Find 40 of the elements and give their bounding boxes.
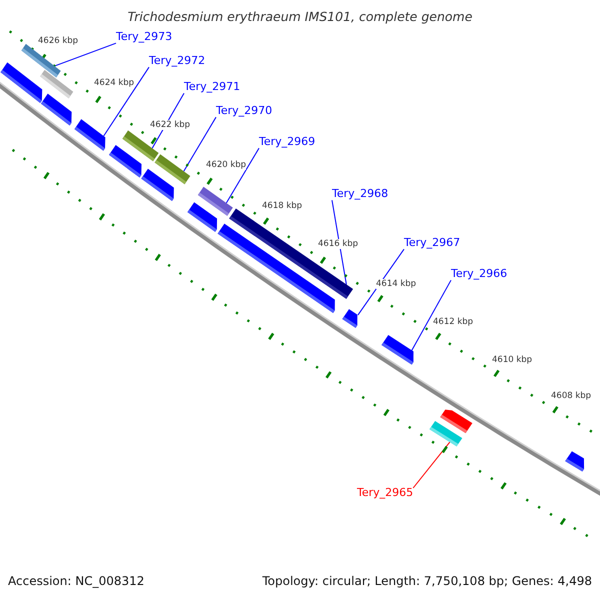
leader-line	[412, 442, 450, 488]
gene-label: Tery_2968	[332, 187, 388, 200]
gene-feature	[141, 168, 174, 202]
leader-line	[226, 148, 260, 204]
tick-label: 4610 kbp	[492, 355, 532, 366]
tick-label: 4618 kbp	[262, 201, 302, 212]
gene-feature	[565, 451, 584, 472]
gene-feature	[440, 410, 472, 434]
tick-label: 4616 kbp	[318, 239, 358, 250]
gene-label: Tery_2971	[184, 80, 240, 94]
leader-line	[183, 116, 216, 172]
tick-label: 4626 kbp	[38, 36, 78, 46]
leader-line	[411, 280, 452, 351]
gene-label: Tery_2967	[404, 236, 460, 250]
gene-label: Tery_2965	[357, 486, 414, 500]
gene-label: Tery_2972	[149, 54, 206, 68]
gene-feature	[342, 309, 358, 328]
tick-label: 4614 kbp	[376, 279, 416, 290]
genome-stats-note: Topology: circular; Length: 7,750,108 bp; Genes: 4,498	[262, 574, 592, 588]
gene-feature	[0, 62, 42, 103]
leader-line	[103, 66, 150, 136]
tick-label: 4620 kbp	[206, 160, 246, 170]
leader-line	[332, 200, 347, 285]
tick-label: 4608 kbp	[551, 391, 592, 402]
gene-label: Tery_2969	[259, 135, 316, 148]
gene-feature	[187, 202, 218, 232]
title: Trichodesmium erythraeum IMS101, complete genome	[126, 9, 474, 24]
tick-label: 4624 kbp	[94, 78, 134, 88]
accession-note: Accession: NC_008312	[8, 574, 144, 588]
leader-line	[54, 42, 116, 67]
gene-feature	[108, 144, 142, 178]
gene-feature	[41, 94, 72, 126]
tick-label: 4612 kbp	[433, 317, 474, 328]
gene-label: Tery_2973	[116, 30, 172, 44]
gene-label: Tery_2966	[451, 267, 508, 280]
gene-label: Tery_2970	[216, 104, 272, 118]
gene-feature	[382, 335, 414, 365]
gene-bar	[40, 70, 74, 98]
tick-label: 4622 kbp	[150, 120, 190, 130]
gene-feature	[74, 119, 106, 151]
